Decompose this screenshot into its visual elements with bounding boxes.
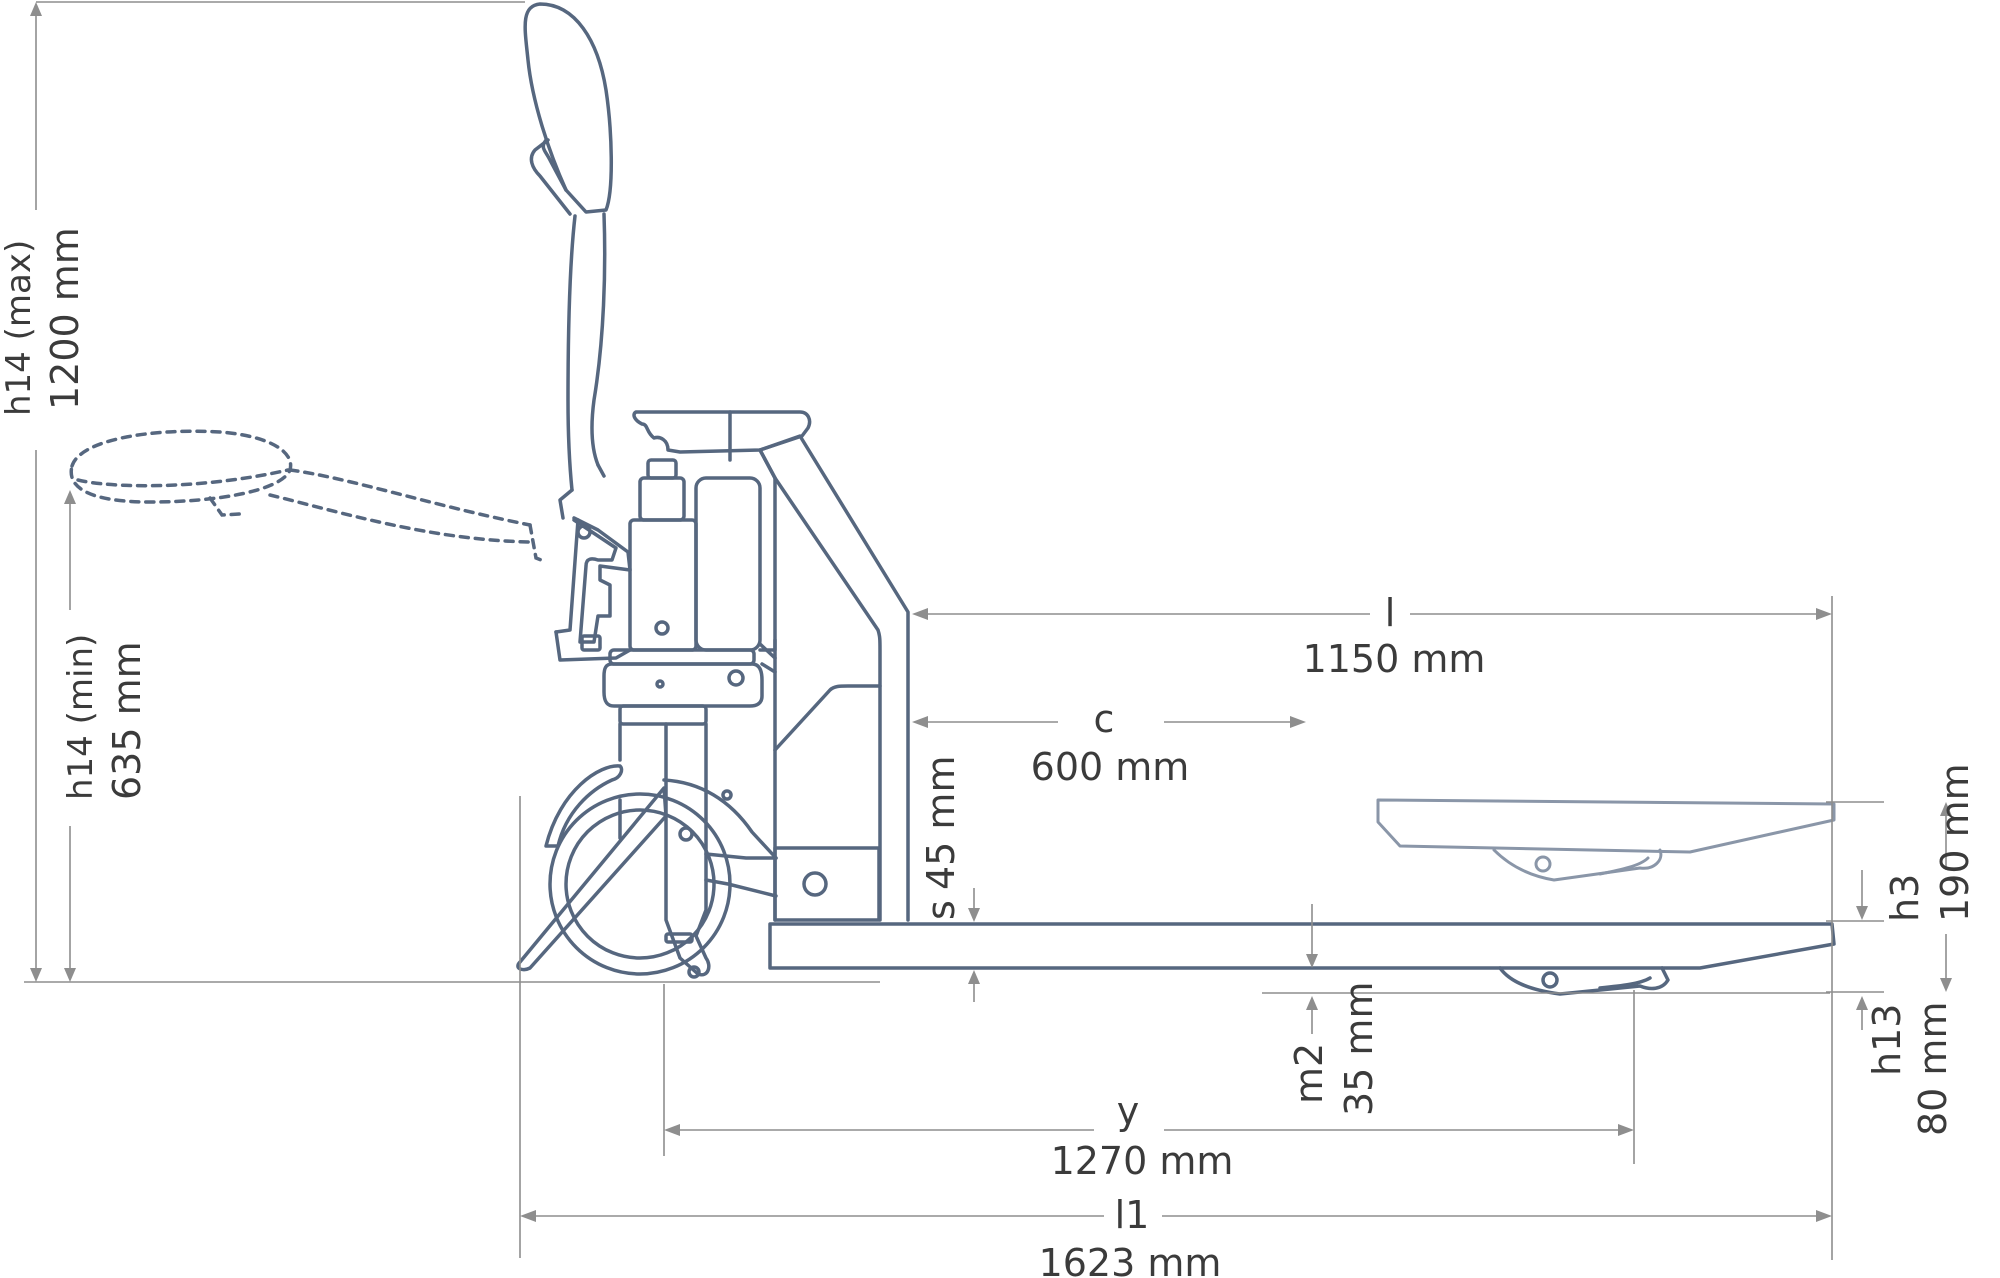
- pallet-truck-drawing: [69, 2, 1836, 996]
- c-value: 600 mm: [1031, 745, 1190, 789]
- h3-name: h3: [1883, 874, 1927, 922]
- l-name: l: [1385, 591, 1396, 635]
- dimension-lines: [24, 1, 1952, 1260]
- h13-value: 80 mm: [1911, 1002, 1955, 1136]
- steering-wheel: [516, 764, 778, 976]
- y-name: y: [1117, 1089, 1140, 1133]
- h14-max-value: 1200 mm: [43, 227, 87, 410]
- s-name: s: [919, 900, 963, 920]
- m2-value: 35 mm: [1337, 982, 1381, 1116]
- dimension-labels: h14 (max) 1200 mm h14 (min) 635 mm l 115…: [0, 227, 1977, 1278]
- fork-raised: [1376, 798, 1836, 882]
- h14-max-name: h14 (max): [0, 240, 39, 416]
- y-value: 1270 mm: [1051, 1139, 1234, 1183]
- l1-value: 1623 mm: [1039, 1241, 1222, 1278]
- fork: [768, 922, 1836, 970]
- handle-lowered-dashed: [69, 429, 548, 564]
- h14-min-value: 635 mm: [105, 641, 149, 800]
- l-value: 1150 mm: [1303, 637, 1486, 681]
- h14-min-name: h14 (min): [61, 634, 101, 800]
- l1-name: l1: [1115, 1193, 1150, 1237]
- load-roller: [1498, 966, 1670, 996]
- m2-name: m2: [1287, 1043, 1331, 1104]
- s-value: 45 mm: [919, 756, 963, 890]
- pump-assembly: [554, 410, 910, 979]
- h3-value: 190 mm: [1933, 763, 1977, 922]
- handle-upright: [523, 2, 613, 520]
- h13-name: h13: [1865, 1004, 1909, 1076]
- c-name: c: [1094, 697, 1115, 741]
